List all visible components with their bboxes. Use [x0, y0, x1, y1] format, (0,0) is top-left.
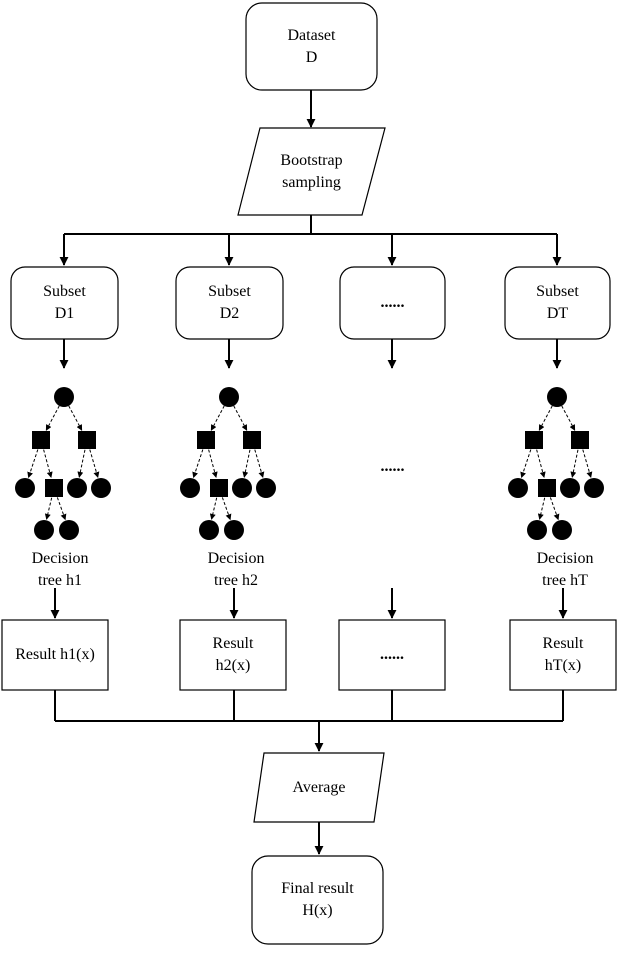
- tree-split-mid: [210, 479, 228, 497]
- tree-node-leaf-4: [91, 478, 111, 498]
- tree-edge-right-to-leaf-4: [582, 449, 593, 479]
- tree-node-leaf-3: [232, 478, 252, 498]
- tree-edge-right-to-leaf-4: [254, 449, 265, 479]
- tree-split-left: [197, 431, 215, 449]
- tree-split-mid: [538, 479, 556, 497]
- tree-node-leaf-4: [256, 478, 276, 498]
- tree-node-root: [547, 387, 567, 407]
- tree-edge-root-to-left: [210, 405, 225, 431]
- tree-edge-root-to-left: [45, 405, 60, 431]
- tree-node-leaf-b: [224, 520, 244, 540]
- tree-edge-root-to-right: [68, 405, 83, 431]
- tree-node-leaf-4: [584, 478, 604, 498]
- tree-node-leaf-1: [508, 478, 528, 498]
- tree-node-root: [54, 387, 74, 407]
- tree-node-leaf-1: [15, 478, 35, 498]
- decision-tree-icon-h1: [15, 387, 111, 540]
- tree-edge-left-to-mid: [43, 449, 53, 478]
- tree-node-leaf-a: [527, 520, 547, 540]
- tree-split-left: [32, 431, 50, 449]
- tree-edge-left-to-leaf-1: [27, 449, 39, 479]
- result-box-ht: [509, 619, 617, 691]
- final-result-box: [251, 855, 384, 945]
- subset-box-d2: [175, 266, 284, 340]
- tree-edge-right-to-leaf-3: [242, 449, 251, 478]
- tree-split-right: [243, 431, 261, 449]
- subset-box-ellipsis: [339, 266, 446, 340]
- tree-split-right: [571, 431, 589, 449]
- result-box-h1: [1, 619, 109, 691]
- subset-box-d1: [10, 266, 119, 340]
- tree-edge-right-to-leaf-4: [89, 449, 100, 479]
- decision-tree-icon-ht: [508, 387, 604, 540]
- tree-edge-mid-to-leaf-a: [537, 497, 546, 520]
- dataset-box: [245, 2, 378, 91]
- tree-node-leaf-a: [199, 520, 219, 540]
- subset-box-dt: [504, 266, 611, 340]
- tree-edge-left-to-mid: [208, 449, 218, 478]
- tree-edge-left-to-mid: [536, 449, 546, 478]
- tree-edge-right-to-leaf-3: [570, 449, 579, 478]
- decision-tree-icon-h2: [180, 387, 276, 540]
- average-parallelogram: [253, 752, 385, 823]
- tree-edge-left-to-leaf-1: [520, 449, 532, 479]
- tree-node-leaf-b: [552, 520, 572, 540]
- tree-node-leaf-b: [59, 520, 79, 540]
- tree-node-leaf-3: [67, 478, 87, 498]
- tree-split-left: [525, 431, 543, 449]
- tree-edge-right-to-leaf-3: [77, 449, 86, 478]
- tree-edge-mid-to-leaf-b: [221, 497, 232, 521]
- tree-edge-mid-to-leaf-b: [56, 497, 67, 521]
- tree-edge-mid-to-leaf-a: [44, 497, 53, 520]
- tree-node-leaf-a: [34, 520, 54, 540]
- tree-split-right: [78, 431, 96, 449]
- tree-edge-mid-to-leaf-a: [209, 497, 218, 520]
- tree-edge-root-to-left: [538, 405, 553, 431]
- tree-edge-root-to-right: [561, 405, 576, 431]
- tree-edge-left-to-leaf-1: [192, 449, 204, 479]
- result-box-h2: [179, 619, 287, 691]
- tree-node-leaf-1: [180, 478, 200, 498]
- bootstrap-sampling-parallelogram: [237, 127, 386, 216]
- tree-edge-root-to-right: [233, 405, 248, 431]
- tree-node-leaf-3: [560, 478, 580, 498]
- tree-edge-mid-to-leaf-b: [549, 497, 560, 521]
- tree-node-root: [219, 387, 239, 407]
- tree-split-mid: [45, 479, 63, 497]
- result-box-ellipsis: [338, 619, 446, 691]
